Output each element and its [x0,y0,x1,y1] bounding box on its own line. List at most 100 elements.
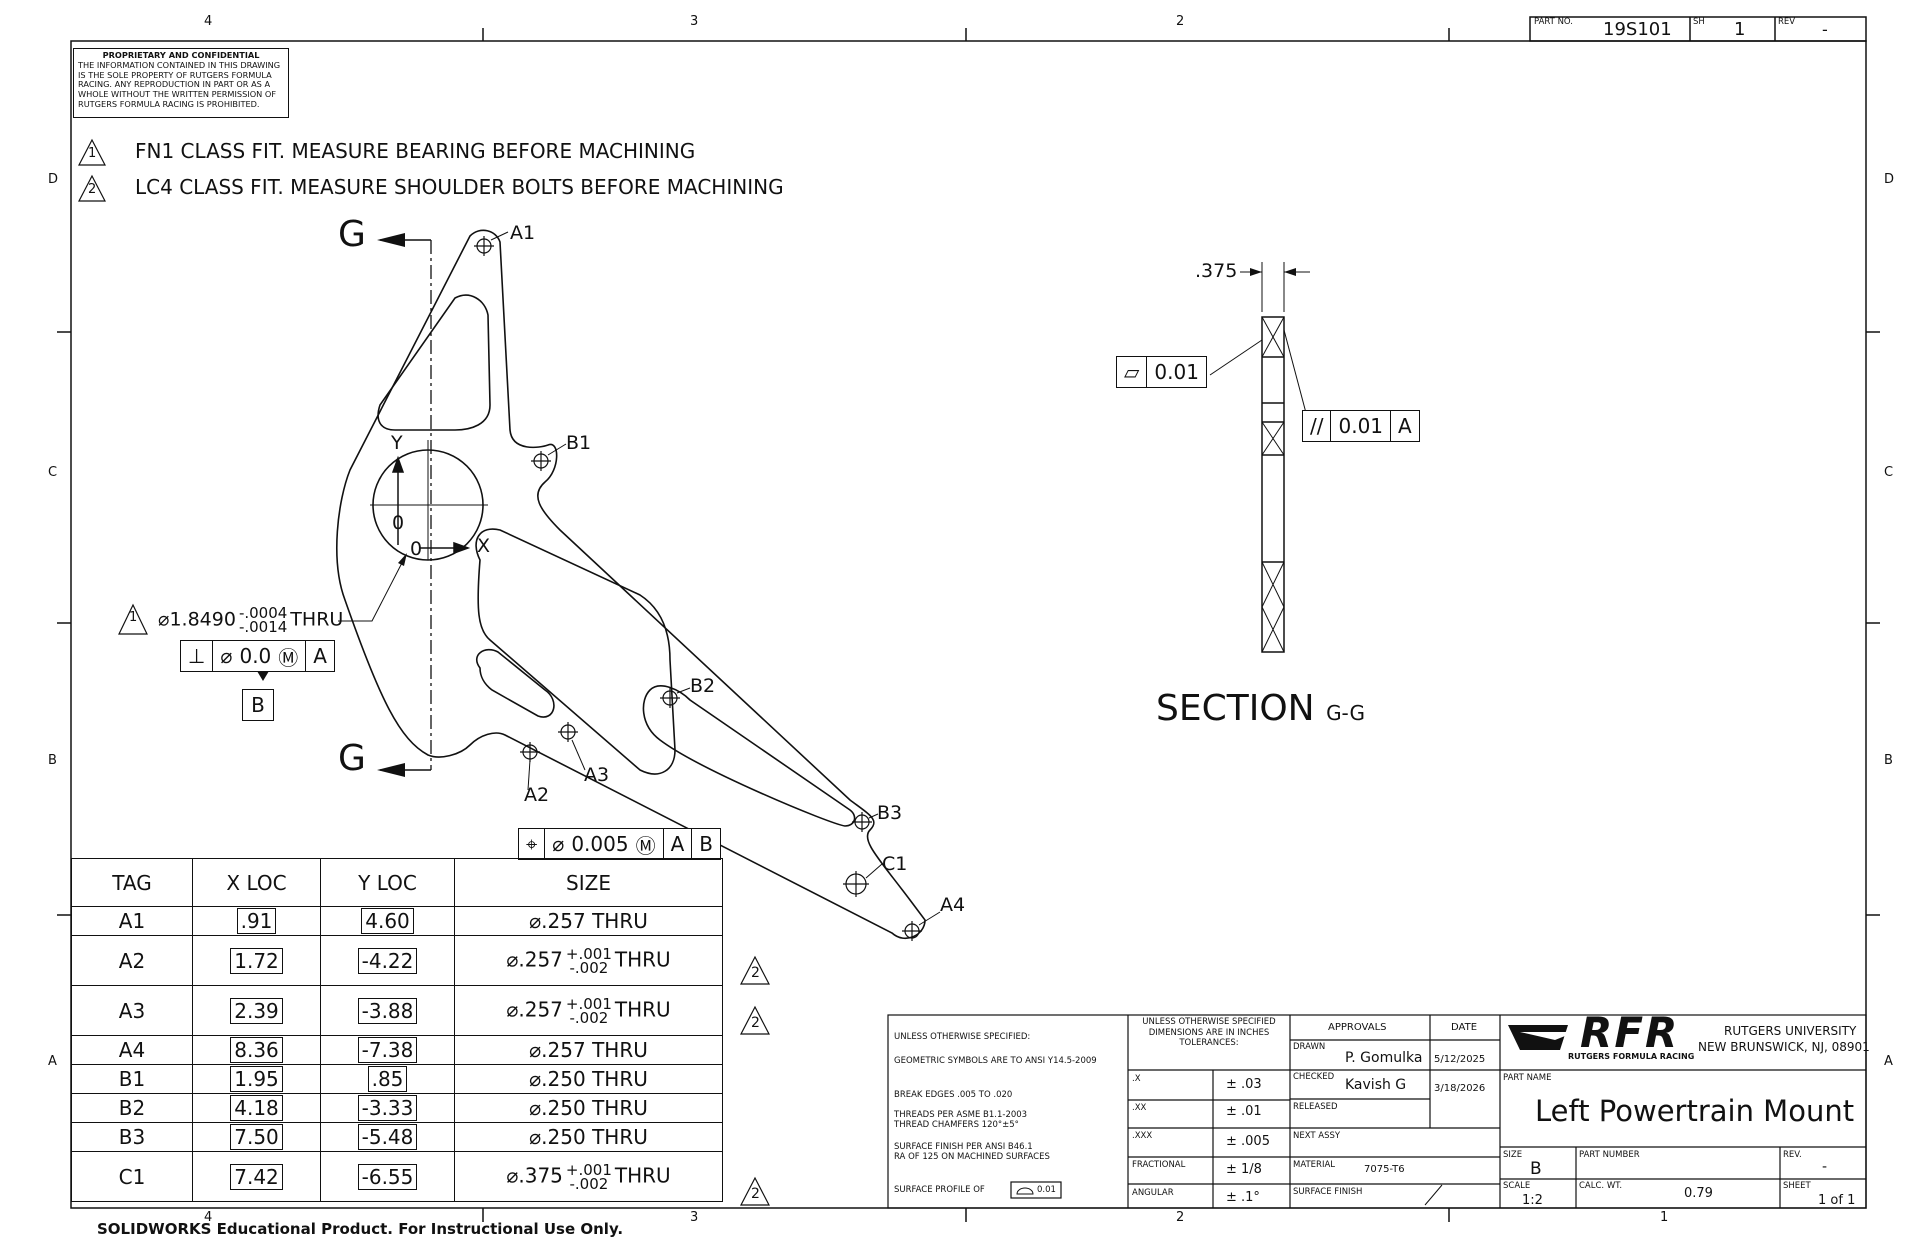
x-loc-cell: 7.42 [230,1163,283,1190]
hole-table-header-tag: TAG [71,858,193,907]
size-cell: ⌀.250 THRU [454,1093,723,1123]
sh-value: 1 [1734,19,1746,40]
y-loc-cell: 4.60 [361,908,414,934]
x-loc-cell: 7.50 [230,1124,283,1150]
rfr-logo [1508,1025,1575,1050]
tag-cell: A1 [71,906,193,936]
size-value: B [1530,1159,1542,1179]
parallelism-datum: A [1398,414,1412,438]
bearing-note-number: 1 [129,610,138,625]
tol-x-value: ± .03 [1226,1077,1262,1092]
part-no-label: PART NO. [1534,17,1573,27]
zone-row-d-right: D [1884,172,1895,187]
y-loc-cell: -4.22 [357,947,418,974]
calc-wt-label: CALC. WT. [1579,1181,1623,1191]
tol-ang-value: ± .1° [1226,1190,1260,1205]
zone-row-a-right: A [1884,1054,1893,1069]
rev2-value: - [1822,1159,1828,1175]
tol-xxx-label: .XXX [1132,1131,1153,1141]
parallelism-icon: // [1303,411,1332,441]
logo-subtitle: RUTGERS FORMULA RACING [1568,1052,1695,1061]
zone-col-3-top: 3 [690,14,699,29]
part-name-label: PART NAME [1503,1073,1552,1083]
zone-row-b-left: B [48,753,57,768]
part-no-value: 19S101 [1603,19,1672,40]
zone-row-a-left: A [48,1054,57,1069]
hole-table-header-x: X LOC [192,858,321,907]
x-loc-cell: 8.36 [230,1037,283,1063]
checked-date: 3/18/2026 [1434,1083,1486,1094]
break-edges-note: BREAK EDGES .005 TO .020 [894,1090,1013,1100]
threads-note: THREADS PER ASME B1.1-2003 [894,1110,1028,1120]
rev-label: REV [1778,17,1796,27]
part-name: Left Powertrain Mount [1535,1094,1855,1128]
scale-label: SCALE [1503,1181,1531,1191]
scale-value: 1:2 [1522,1193,1543,1208]
hole-tag-b2: B2 [690,675,716,697]
table-row: B2 4.18 -3.33 ⌀.250 THRU [71,1093,723,1123]
note-1-number: 1 [88,146,97,161]
axis-y-label: Y [391,432,403,454]
parallelism-value: 0.01 [1331,411,1392,441]
zone-row-d-left: D [48,172,59,187]
hole-tag-a2: A2 [524,784,550,806]
chamfers-note: THREAD CHAMFERS 120°±5° [894,1120,1019,1130]
datum-triangle [257,671,269,681]
rev2-label: REV. [1783,1150,1802,1160]
flatness-frame: ▱ 0.01 [1116,356,1207,388]
geom-note: GEOMETRIC SYMBOLS ARE TO ANSI Y14.5-2009 [894,1056,1097,1066]
bearing-tol-upper: -.0004 [238,604,288,622]
origin-label-x: 0 [410,538,423,560]
sh-label: SH [1693,17,1705,27]
x-loc-cell: 2.39 [230,997,283,1024]
confidential-title: PROPRIETARY AND CONFIDENTIAL [102,50,260,60]
sheet-value: 1 of 1 [1818,1193,1856,1208]
y-loc-cell: -3.88 [357,997,418,1024]
hole-tag-b3: B3 [877,802,903,824]
thickness-dimension: .375 [1195,260,1238,282]
position-icon: ⌖ [519,829,546,859]
tag-cell: B3 [71,1122,193,1152]
section-subtitle: G-G [1326,701,1366,725]
section-cut-label-bottom: G [338,738,366,779]
section-cut-label-top: G [338,214,366,255]
calc-wt-value: 0.79 [1684,1186,1713,1201]
hole-tag-c1: C1 [882,853,908,875]
drawn-date: 5/12/2025 [1434,1054,1486,1065]
drawn-label: DRAWN [1293,1042,1326,1052]
section-view [1209,262,1311,653]
row-c1-note-ref: 2 [751,1186,760,1202]
tag-cell: C1 [71,1151,193,1202]
drawn-by: P. Gomulka [1345,1050,1423,1066]
flatness-icon: ▱ [1117,357,1148,387]
perpendicularity-icon: ⊥ [181,641,214,671]
y-loc-cell: -5.48 [357,1124,418,1150]
tol-frac-label: FRACTIONAL [1132,1160,1186,1170]
tag-cell: A4 [71,1035,193,1065]
part-number-label: PART NUMBER [1579,1150,1640,1160]
footer-watermark: SOLIDWORKS Educational Product. For Inst… [97,1220,624,1238]
zone-col-1-bottom: 1 [1660,1210,1669,1225]
parallelism-frame: // 0.01 A [1302,410,1420,442]
tag-cell: B1 [71,1064,193,1094]
x-loc-cell: .91 [236,908,277,934]
approvals-header: APPROVALS [1328,1022,1387,1033]
hole-tag-b1: B1 [566,432,592,454]
x-loc-cell: 4.18 [230,1095,283,1121]
x-loc-cell: 1.95 [230,1066,283,1092]
size-cell: ⌀.250 THRU [454,1064,723,1094]
surface-profile-value: 0.01 [1037,1185,1056,1195]
tag-cell: A2 [71,935,193,986]
y-loc-cell: -7.38 [357,1037,418,1063]
zone-col-2-bottom: 2 [1176,1210,1185,1225]
note-2-number: 2 [88,182,97,197]
position-datum-a: A [664,829,693,859]
hole-tag-a3: A3 [584,764,610,786]
rev-value: - [1822,20,1828,39]
title-block-grid [887,1014,1867,1209]
